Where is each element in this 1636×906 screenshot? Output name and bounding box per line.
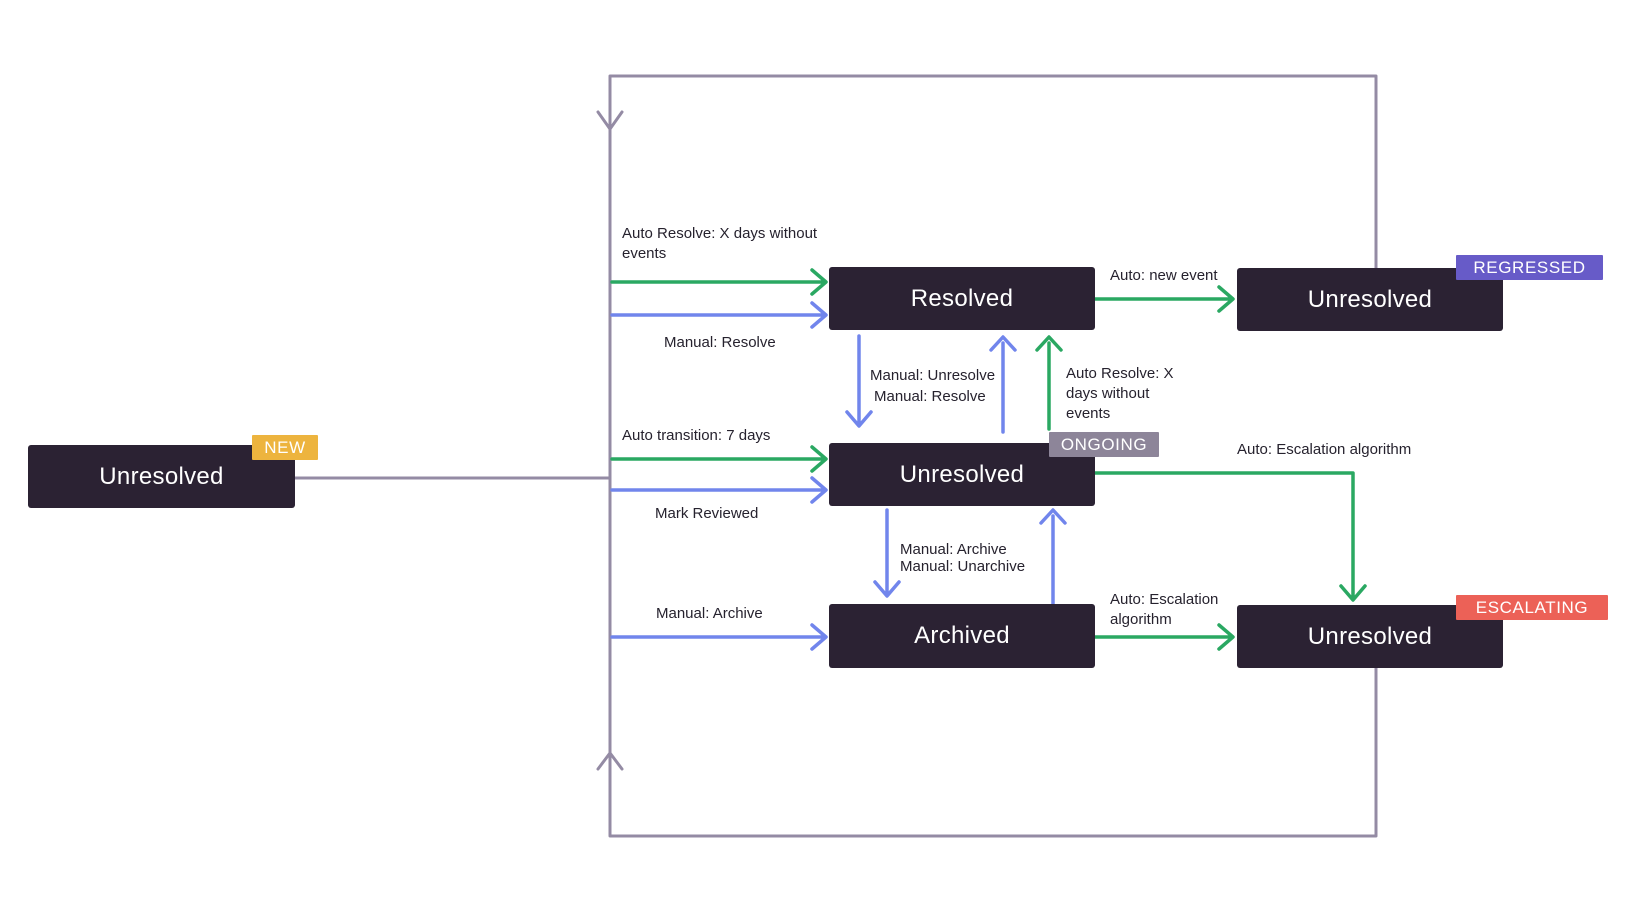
arrow-auto-escalation-from-ongoing [1093, 471, 1367, 602]
edge-label-auto-new-event: Auto: new event [1110, 267, 1218, 284]
state-label: Resolved [910, 284, 1014, 312]
edge-label-auto-resolve-from-new: Auto Resolve: X days without events [622, 225, 818, 262]
edge-label-mark-reviewed: Mark Reviewed [655, 505, 759, 522]
loop-path [608, 74, 1378, 838]
edge-label-manual-unarchive: Manual: Unarchive [900, 558, 1026, 575]
arrow-manual-resolve-up [989, 335, 1017, 434]
loop-arrow-down-icon [596, 110, 624, 131]
state-box-unresolved-new: Unresolved [28, 445, 295, 508]
edge-label-auto-escalation-from-ongoing: Auto: Escalation algorithm [1237, 441, 1412, 458]
arrow-manual-archive-from-new [610, 623, 828, 651]
state-box-unresolved-escalating: Unresolved [1237, 605, 1503, 668]
edge-label-manual-unresolve: Manual: Unresolve [870, 367, 996, 384]
arrow-mark-reviewed [610, 476, 828, 504]
status-badge-regressed: REGRESSED [1456, 255, 1603, 280]
edge-label-manual-archive: Manual: Archive [900, 541, 1007, 558]
state-box-unresolved-regressed: Unresolved [1237, 268, 1503, 331]
status-badge-escalating: ESCALATING [1456, 595, 1608, 620]
state-label: Unresolved [1307, 622, 1433, 650]
auto-transitions [610, 268, 1367, 651]
arrow-auto-escalation-from-archived [1093, 623, 1235, 651]
arrow-auto-resolve-ongoing-up [1035, 335, 1063, 431]
arrow-auto-new-event [1093, 285, 1235, 313]
outer-loop [293, 74, 1378, 838]
edge-label-auto-transition-7-days: Auto transition: 7 days [622, 427, 771, 444]
edge-label-manual-archive-from-new: Manual: Archive [656, 605, 763, 622]
arrow-manual-unarchive-up [1039, 508, 1067, 606]
loop-arrow-up-icon [596, 751, 624, 771]
state-label: Unresolved [1307, 285, 1433, 313]
arrow-manual-archive-down [873, 508, 901, 598]
edge-label-manual-resolve-from-new: Manual: Resolve [664, 334, 776, 351]
arrow-auto-resolve-from-new [610, 268, 828, 296]
state-box-resolved: Resolved [829, 267, 1095, 330]
status-badge-new: NEW [252, 435, 318, 460]
edge-label-auto-escalation-from-archived: Auto: Escalation algorithm [1110, 591, 1219, 628]
arrow-auto-transition-7-days [610, 445, 828, 473]
arrow-manual-unresolve-down [845, 334, 873, 428]
arrow-manual-resolve-from-new [610, 301, 828, 329]
status-badge-ongoing: ONGOING [1049, 432, 1159, 457]
state-box-archived: Archived [829, 604, 1095, 668]
edge-label-manual-resolve: Manual: Resolve [874, 388, 986, 405]
state-label: Archived [914, 622, 1010, 649]
edge-label-auto-resolve-ongoing: Auto Resolve: X days without events [1066, 365, 1174, 422]
manual-transitions [610, 301, 1067, 651]
state-label: Unresolved [99, 462, 224, 490]
state-label: Unresolved [899, 460, 1025, 488]
